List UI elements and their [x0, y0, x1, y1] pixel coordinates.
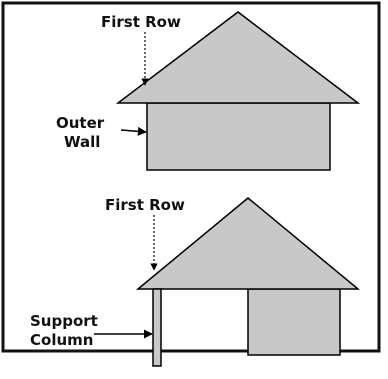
- top-first-row-label: First Row: [101, 13, 181, 31]
- bottom-house: [135, 197, 361, 367]
- support-column-label-line2: Column: [30, 331, 93, 349]
- bottom-first-row-label: First Row: [105, 196, 185, 214]
- outer-wall-label-line1: Outer: [56, 114, 105, 132]
- bottom-house-roof: [135, 197, 361, 290]
- support-column-label-line1: Support: [30, 312, 98, 330]
- outer-wall-arrow: [120, 126, 147, 136]
- outer-border: [1, 1, 381, 353]
- top-house: [115, 11, 361, 171]
- bottom-house-wall: [247, 288, 341, 356]
- top-house-wall: [146, 102, 331, 171]
- support-column: [152, 288, 162, 367]
- top-house-roof: [115, 11, 361, 104]
- outer-wall-label-line2: Wall: [64, 133, 100, 151]
